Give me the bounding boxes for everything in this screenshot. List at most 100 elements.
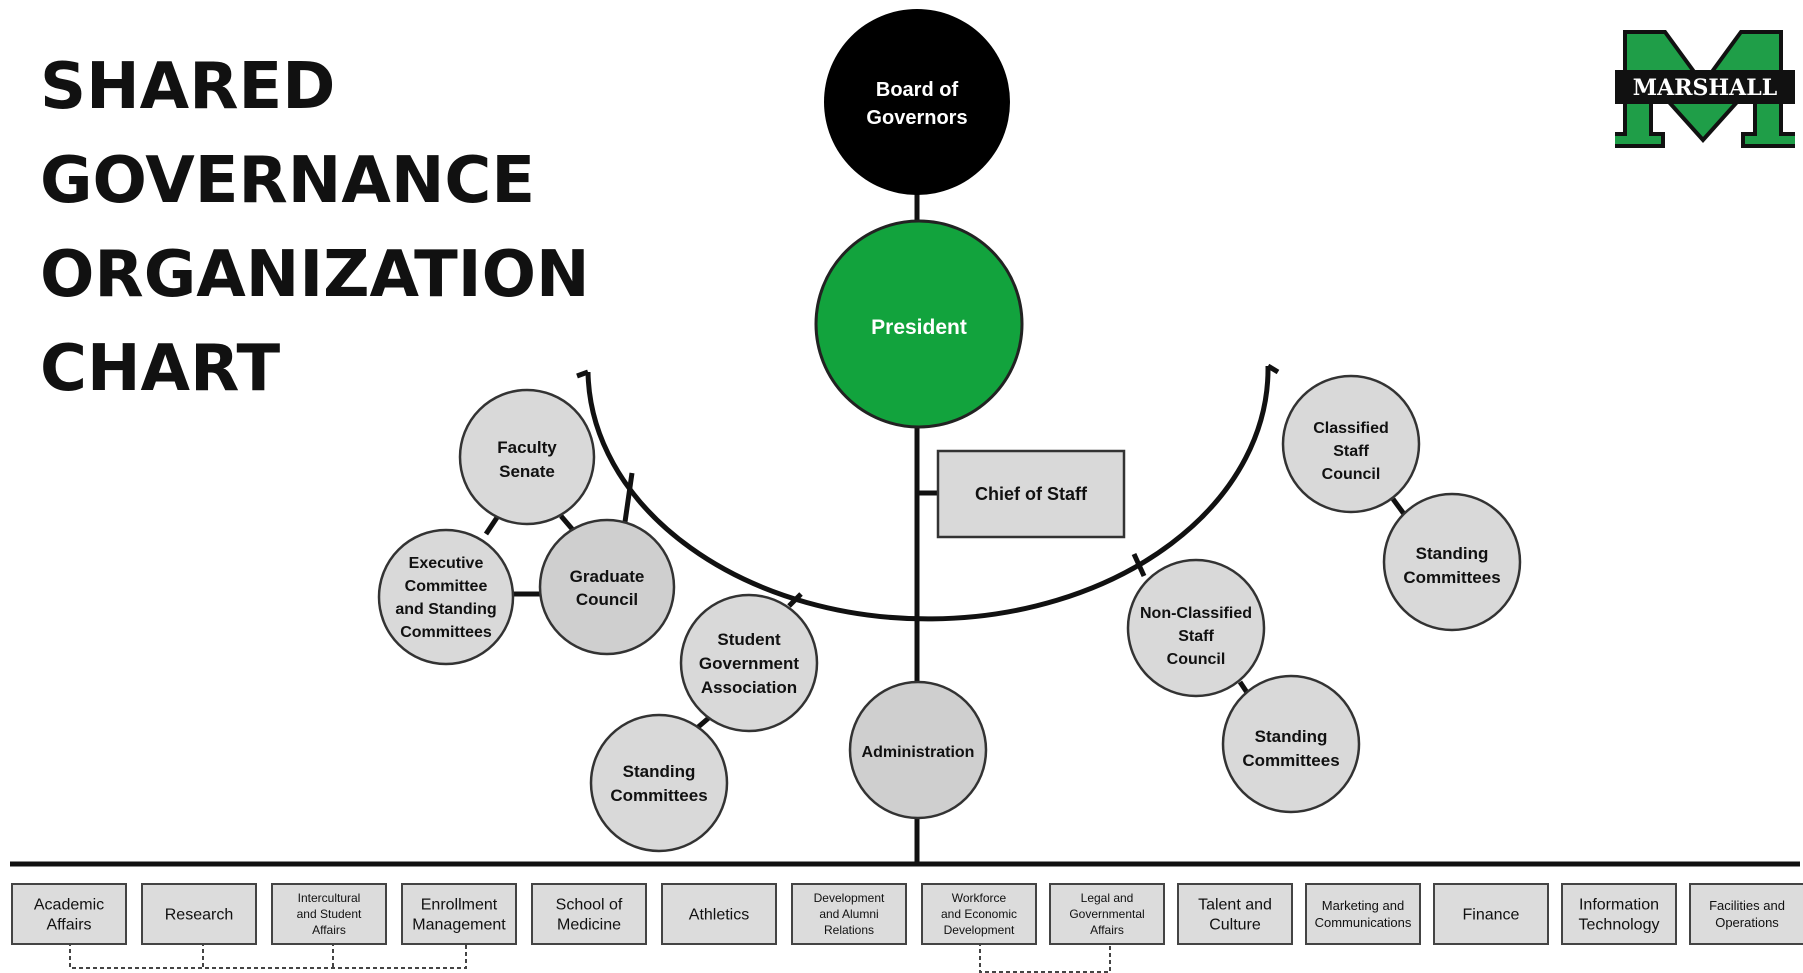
division-box-academic-affairs	[11, 883, 127, 945]
logo-banner	[1615, 70, 1795, 104]
division-label-information-technology-1: Information	[1579, 897, 1659, 914]
senate-to-graduate	[559, 514, 575, 532]
division-box-finance	[1433, 883, 1549, 945]
student-government-node	[679, 593, 819, 733]
faculty-senate-label-2: Senate	[499, 462, 555, 481]
division-label-development-and-alumni-relations-3: Relations	[824, 923, 874, 937]
classified-standing-label-1: Standing	[1416, 544, 1489, 563]
division-label-information-technology-2: Technology	[1579, 917, 1660, 934]
division-label-intercultural-and-student-affairs-1: Intercultural	[298, 891, 361, 905]
marshall-logo: MARSHALL	[1615, 30, 1795, 148]
classified-label-1: Classified	[1313, 420, 1389, 437]
classified-label-3: Council	[1322, 466, 1381, 483]
division-box-enrollment-management	[401, 883, 517, 945]
division-box-facilities-and-operations	[1689, 883, 1803, 945]
student-government-label-3: Association	[701, 678, 797, 697]
division-label-talent-and-culture-2: Culture	[1209, 917, 1261, 934]
division-box-school-of-medicine	[531, 883, 647, 945]
division-label-facilities-and-operations-2: Operations	[1715, 915, 1779, 930]
non-classified-label-1: Non-Classified	[1140, 605, 1252, 622]
bracket-workforce-group	[979, 942, 1111, 973]
division-box-development-and-alumni-relations	[791, 883, 907, 945]
non-classified-standing-label-2: Committees	[1242, 751, 1339, 770]
division-label-development-and-alumni-relations-1: Development	[814, 891, 885, 905]
faculty-senate-node	[458, 388, 596, 526]
arc-tip-right	[1266, 363, 1280, 375]
board-label-1: Board of	[876, 79, 959, 101]
division-box-research	[141, 883, 257, 945]
administration-node	[848, 680, 988, 820]
executive-committee-label-2: Committee	[405, 578, 488, 595]
title-line-4: CHART	[40, 332, 281, 406]
chief-of-staff-label: Chief of Staff	[975, 484, 1088, 504]
non-classified-standing-node	[1221, 674, 1361, 814]
arc-to-nonclassified	[1131, 552, 1147, 578]
division-box-talent-and-culture	[1177, 883, 1293, 945]
chief-of-staff-box	[936, 449, 1126, 539]
division-box-workforce-and-economic-development	[921, 883, 1037, 945]
classified-standing-label-2: Committees	[1403, 568, 1500, 587]
bracket-academic-group	[69, 942, 467, 969]
sga-standing-label-2: Committees	[610, 786, 707, 805]
executive-committee-label-3: and Standing	[395, 601, 496, 618]
division-label-marketing-and-communications-2: Communications	[1315, 915, 1412, 930]
administration-label: Administration	[862, 744, 975, 761]
division-label-academic-affairs-2: Affairs	[46, 917, 91, 934]
arc-tip-left	[576, 369, 589, 379]
division-label-facilities-and-operations-1: Facilities and	[1709, 898, 1785, 913]
board-label-2: Governors	[866, 107, 967, 129]
division-box-athletics	[661, 883, 777, 945]
division-box-intercultural-and-student-affairs	[271, 883, 387, 945]
division-label-legal-and-governmental-affairs-2: Governmental	[1069, 907, 1144, 921]
division-label-enrollment-management-2: Management	[412, 917, 506, 934]
graduate-council-node	[538, 518, 676, 656]
division-label-athletics-1: Athletics	[689, 907, 749, 924]
student-government-label-2: Government	[699, 654, 799, 673]
non-classified-label-3: Council	[1167, 651, 1226, 668]
title-line-3: ORGANIZATION	[40, 238, 590, 312]
division-label-workforce-and-economic-development-1: Workforce	[952, 891, 1007, 905]
division-box-information-technology	[1561, 883, 1677, 945]
dashed-brackets	[69, 942, 1111, 973]
division-label-legal-and-governmental-affairs-1: Legal and	[1081, 891, 1134, 905]
division-box-legal-and-governmental-affairs	[1049, 883, 1165, 945]
division-label-research-1: Research	[165, 907, 233, 924]
division-label-school-of-medicine-1: School of	[556, 897, 623, 914]
graduate-council-label-1: Graduate	[570, 567, 645, 586]
division-label-academic-affairs-1: Academic	[34, 897, 104, 914]
executive-committee-label-4: Committees	[400, 624, 492, 641]
title-line-1: SHARED	[40, 50, 336, 124]
student-government-label-1: Student	[717, 630, 781, 649]
division-label-intercultural-and-student-affairs-2: and Student	[297, 907, 362, 921]
division-label-legal-and-governmental-affairs-3: Affairs	[1090, 923, 1124, 937]
division-label-talent-and-culture-1: Talent and	[1198, 897, 1272, 914]
division-label-finance-1: Finance	[1463, 907, 1520, 924]
division-label-school-of-medicine-2: Medicine	[557, 917, 621, 934]
classified-node	[1281, 374, 1421, 514]
graduate-council-label-2: Council	[576, 590, 638, 609]
president-node	[814, 219, 1024, 429]
division-label-marketing-and-communications-1: Marketing and	[1322, 898, 1404, 913]
division-label-workforce-and-economic-development-3: Development	[944, 923, 1015, 937]
sga-standing-label-1: Standing	[623, 762, 696, 781]
non-classified-label-2: Staff	[1178, 628, 1214, 645]
title-line-2: GOVERNANCE	[40, 144, 536, 218]
sga-standing-node	[589, 713, 729, 853]
division-label-enrollment-management-1: Enrollment	[421, 897, 498, 914]
senate-to-exec	[483, 514, 501, 536]
classified-to-standing	[1390, 497, 1407, 516]
non-classified-standing-label-1: Standing	[1255, 727, 1328, 746]
classified-standing-node	[1382, 492, 1522, 632]
executive-committee-node	[377, 528, 515, 666]
division-box-marketing-and-communications	[1305, 883, 1421, 945]
board-node	[824, 9, 1010, 195]
logo-text: MARSHALL	[1633, 75, 1777, 101]
division-label-workforce-and-economic-development-2: and Economic	[941, 907, 1017, 921]
non-classified-node	[1126, 558, 1266, 698]
chart-title: SHARED GOVERNANCE ORGANIZATION CHART	[40, 40, 590, 416]
president-label: President	[871, 316, 967, 339]
arc-to-sga	[787, 592, 803, 608]
division-label-intercultural-and-student-affairs-3: Affairs	[312, 923, 346, 937]
